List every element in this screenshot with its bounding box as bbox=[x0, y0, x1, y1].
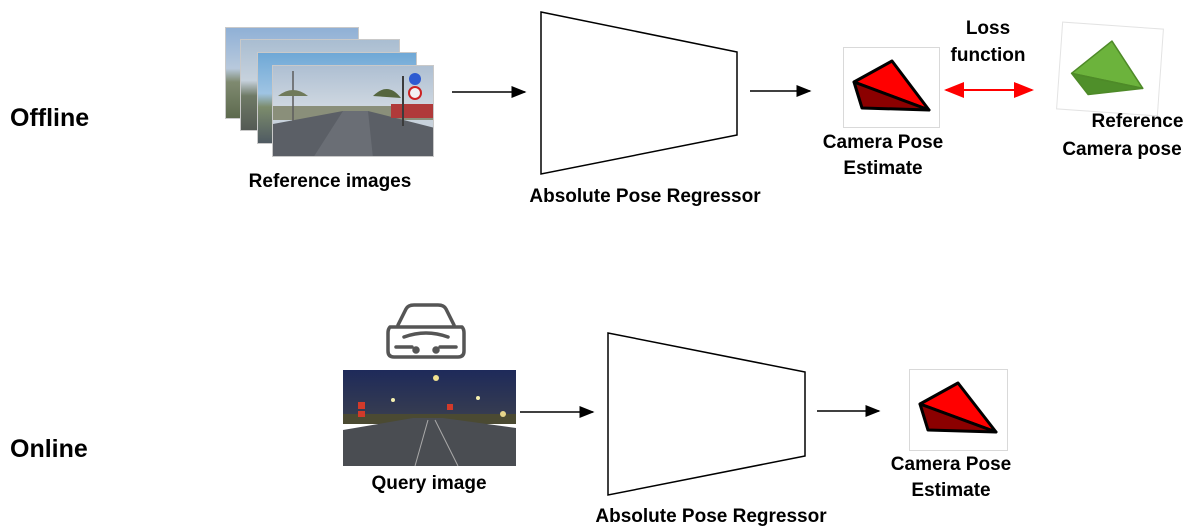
camera-frustum-icon bbox=[852, 59, 931, 112]
online-estimate-label-line1: Camera Pose bbox=[890, 454, 1012, 475]
offline-pose-estimate-box bbox=[843, 47, 940, 128]
loss-label-line2: function bbox=[950, 45, 1026, 66]
online-regressor-trapezoid bbox=[607, 332, 806, 496]
reference-pose-box bbox=[1056, 21, 1164, 117]
online-stage-label: Online bbox=[10, 435, 88, 463]
loss-label-line1: Loss bbox=[965, 18, 1011, 39]
reference-images-label: Reference images bbox=[248, 171, 412, 192]
query-image-label: Query image bbox=[371, 473, 487, 494]
offline-regressor-label: Absolute Pose Regressor bbox=[529, 186, 761, 207]
offline-estimate-label-line1: Camera Pose bbox=[822, 132, 944, 153]
night-street-image bbox=[343, 370, 516, 466]
camera-frustum-icon bbox=[1070, 40, 1144, 96]
online-regressor-label: Absolute Pose Regressor bbox=[595, 506, 827, 527]
offline-estimate-label-line2: Estimate bbox=[843, 158, 923, 179]
reference-pose-label-line2: Camera pose bbox=[1062, 139, 1182, 160]
car-icon bbox=[386, 303, 466, 359]
query-image bbox=[343, 370, 516, 466]
reference-image-front bbox=[272, 65, 434, 157]
street-scene-image bbox=[273, 66, 433, 156]
reference-pose-label-line1: Reference bbox=[1091, 111, 1184, 132]
offline-stage-label: Offline bbox=[10, 104, 90, 132]
offline-regressor-trapezoid bbox=[540, 11, 738, 175]
online-pose-estimate-box bbox=[909, 369, 1008, 451]
online-estimate-label-line2: Estimate bbox=[911, 480, 991, 501]
camera-frustum-icon bbox=[918, 381, 998, 434]
